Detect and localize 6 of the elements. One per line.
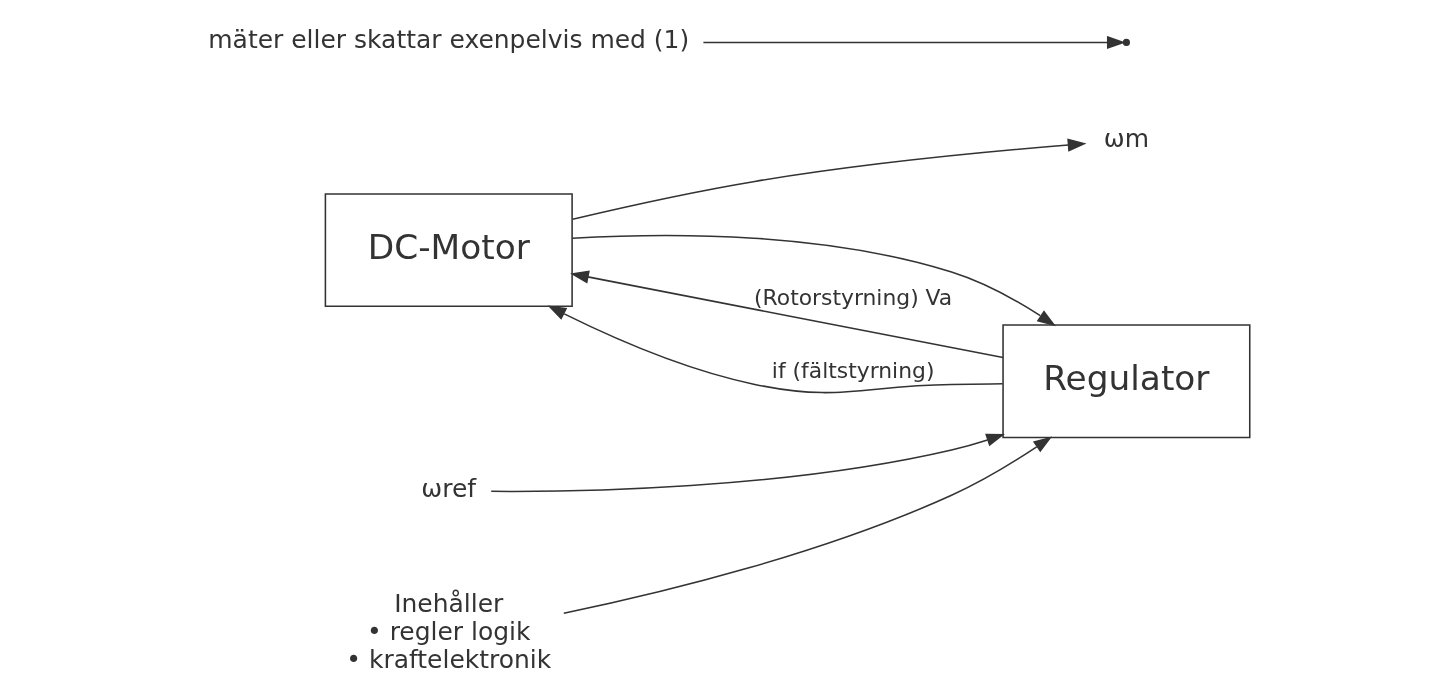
node-text: Inehåller • regler logik • kraftelektronik — [345, 589, 551, 675]
edge-label: (Rotorstyrning) Va — [753, 285, 952, 311]
node-text: mäter eller skattar exenpelvis med (1) — [207, 25, 689, 55]
edge-label: if (fältstyrning) — [771, 358, 934, 384]
node-text: ωref — [420, 473, 476, 503]
node-text: ωm — [1103, 123, 1149, 153]
